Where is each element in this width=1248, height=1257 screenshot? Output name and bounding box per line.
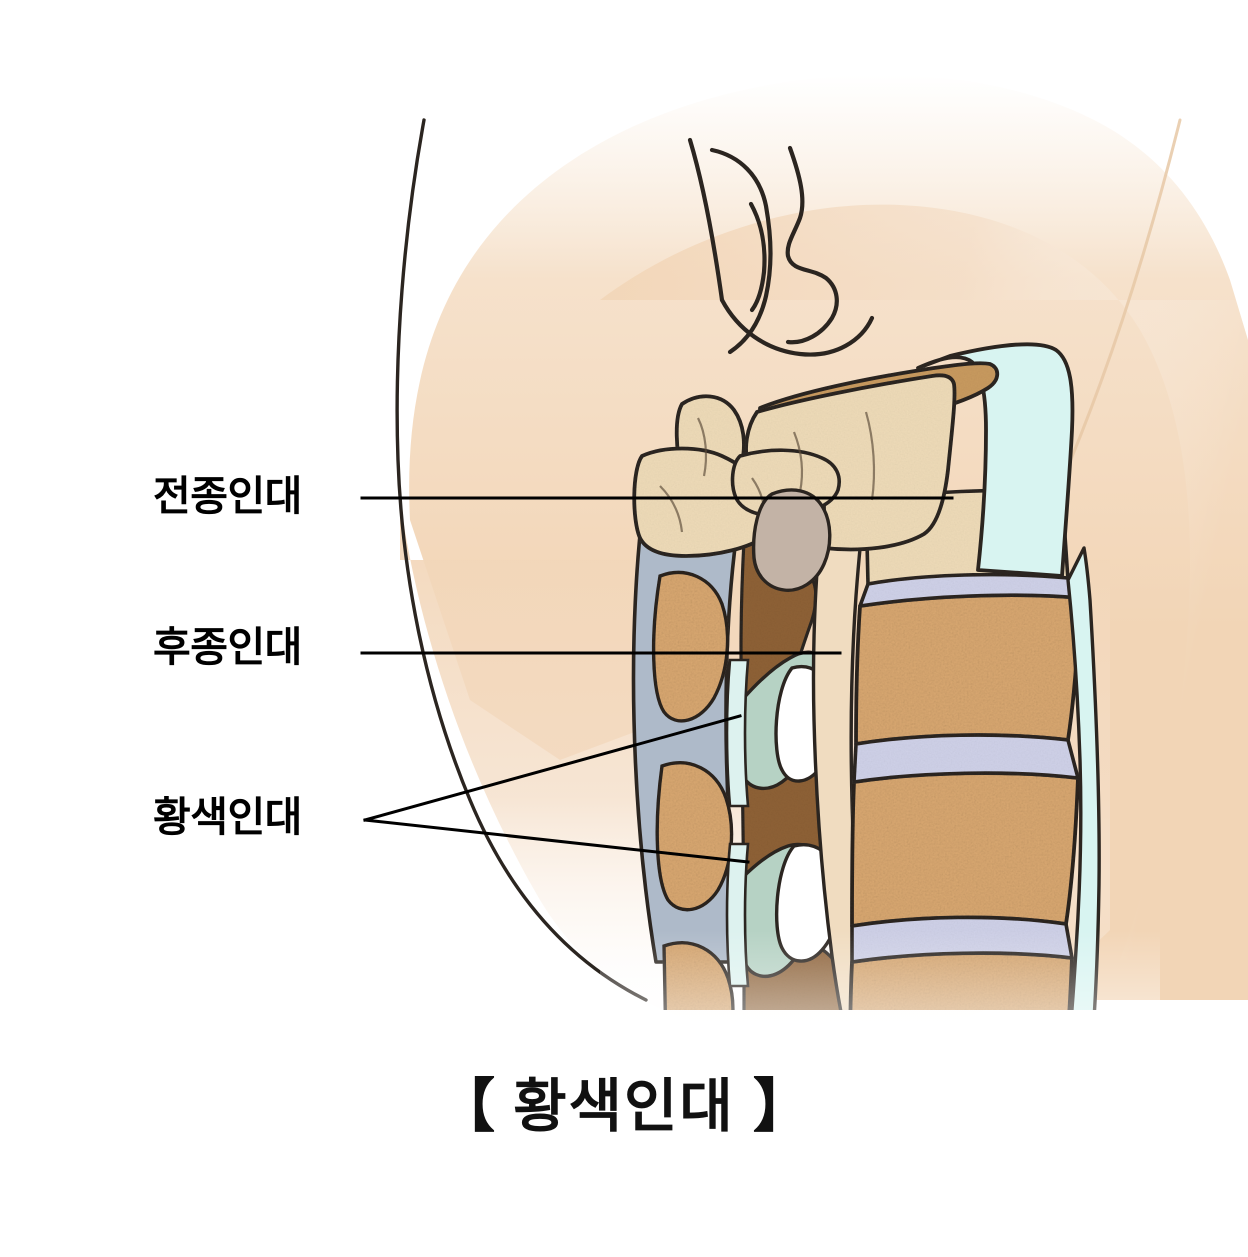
caption-open-bracket: 【 xyxy=(437,1074,496,1139)
posterior-longitudinal-ligament xyxy=(811,498,876,1010)
odontoid-process xyxy=(751,488,832,592)
callout-label-ligamentum-flavum: 황색인대 xyxy=(153,794,302,840)
laminae-and-spinous-processes xyxy=(631,498,744,1010)
leader-line-flavum-lower xyxy=(363,818,750,864)
callout-label-anterior-longitudinal-ligament: 전종인대 xyxy=(153,473,302,519)
callout-label-posterior-longitudinal-ligament: 후종인대 xyxy=(153,624,302,670)
callout-leader-lines xyxy=(360,496,954,864)
ear xyxy=(687,137,875,357)
caption-close-bracket: 】 xyxy=(752,1074,811,1139)
figure-caption: 【 황색인대 】 xyxy=(0,1078,1248,1136)
leader-line-flavum-upper xyxy=(363,714,742,822)
caption-text: 황색인대 xyxy=(513,1074,735,1139)
